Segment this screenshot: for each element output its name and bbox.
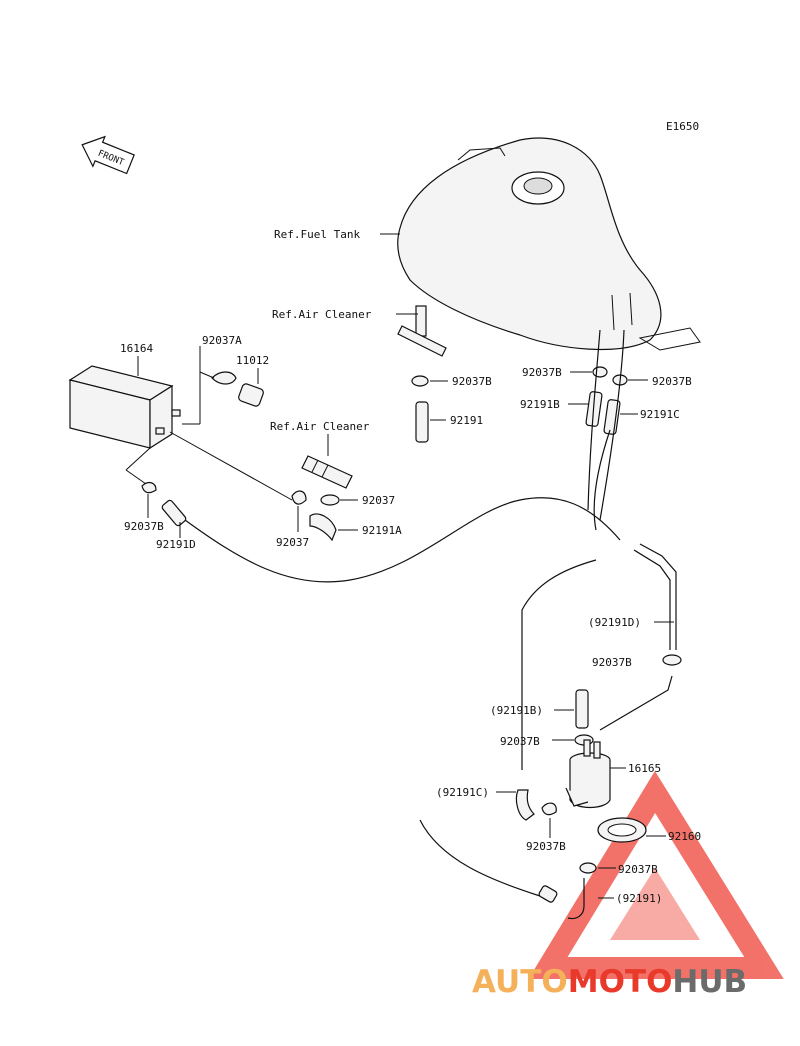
label-92037b-e: 92037B: [500, 735, 540, 748]
routing-hoses: [184, 329, 677, 920]
hose-92191-bottom: [538, 885, 558, 903]
clamp-92037b-left: [141, 481, 157, 494]
clamp-92037-upper: [320, 494, 340, 506]
label-92191c: 92191C: [640, 408, 680, 421]
label-92191b-ref: (92191B): [490, 704, 543, 717]
label-ref-air-cleaner-1: Ref.Air Cleaner: [272, 308, 372, 321]
label-92037b-a: 92037B: [452, 375, 492, 388]
label-92191d: 92191D: [156, 538, 196, 551]
label-92037b-f: 92037B: [526, 840, 566, 853]
label-92191a: 92191A: [362, 524, 402, 537]
clamp-92037b-upper: [411, 375, 429, 387]
hose-92191c-lower: [515, 789, 535, 821]
separator-16165: [565, 739, 611, 809]
label-11012: 11012: [236, 354, 269, 367]
label-92037b-c: 92037B: [124, 520, 164, 533]
label-92160: 92160: [668, 830, 701, 843]
watermark-text: AUTOMOTOHUB: [472, 964, 747, 1000]
clamp-92037a: [211, 371, 237, 385]
label-ref-fuel-tank: Ref.Fuel Tank: [274, 228, 360, 241]
label-92037-b: 92037: [276, 536, 309, 549]
hose-92191a: [309, 513, 337, 542]
clamp-92037b-lower-left: [541, 802, 557, 816]
label-92191d-ref: (92191D): [588, 616, 641, 629]
hose-92191d-short: [161, 499, 187, 527]
label-92037b-d: 92037B: [592, 656, 632, 669]
label-92037b-left: 92037B: [522, 366, 562, 379]
canister-16164: [68, 365, 181, 450]
label-92037b-g: 92037B: [618, 863, 658, 876]
label-92037b-right: 92037B: [652, 375, 692, 388]
fitting-lower-air-cleaner: [301, 455, 353, 489]
label-92191b: 92191B: [520, 398, 560, 411]
label-92191c-ref: (92191C): [436, 786, 489, 799]
clamp-92037-lower-left: [291, 490, 307, 505]
front-arrow-icon: FRONT: [81, 135, 135, 175]
hose-92191: [415, 401, 429, 443]
clamp-92037b-right: [662, 654, 682, 666]
diagram-code: E1650: [666, 120, 699, 133]
label-92191-ref: (92191): [616, 892, 662, 905]
label-16165: 16165: [628, 762, 661, 775]
hose-92191c: [603, 399, 621, 435]
clamp-92037b-bottom: [579, 862, 597, 874]
label-ref-air-cleaner-2: Ref.Air Cleaner: [270, 420, 370, 433]
fuel-tank: [397, 137, 701, 351]
label-92037-a: 92037: [362, 494, 395, 507]
label-92191: 92191: [450, 414, 483, 427]
t-fitting-upper: [397, 305, 447, 357]
clamp-92037b-tank-left: [592, 366, 608, 378]
label-92037a: 92037A: [202, 334, 242, 347]
label-16164: 16164: [120, 342, 153, 355]
cap-11012: [238, 383, 264, 407]
bracket-ring-92160: [597, 817, 647, 843]
hose-92191b-lower: [575, 689, 589, 729]
watermark-logo-triangle: [528, 770, 784, 979]
